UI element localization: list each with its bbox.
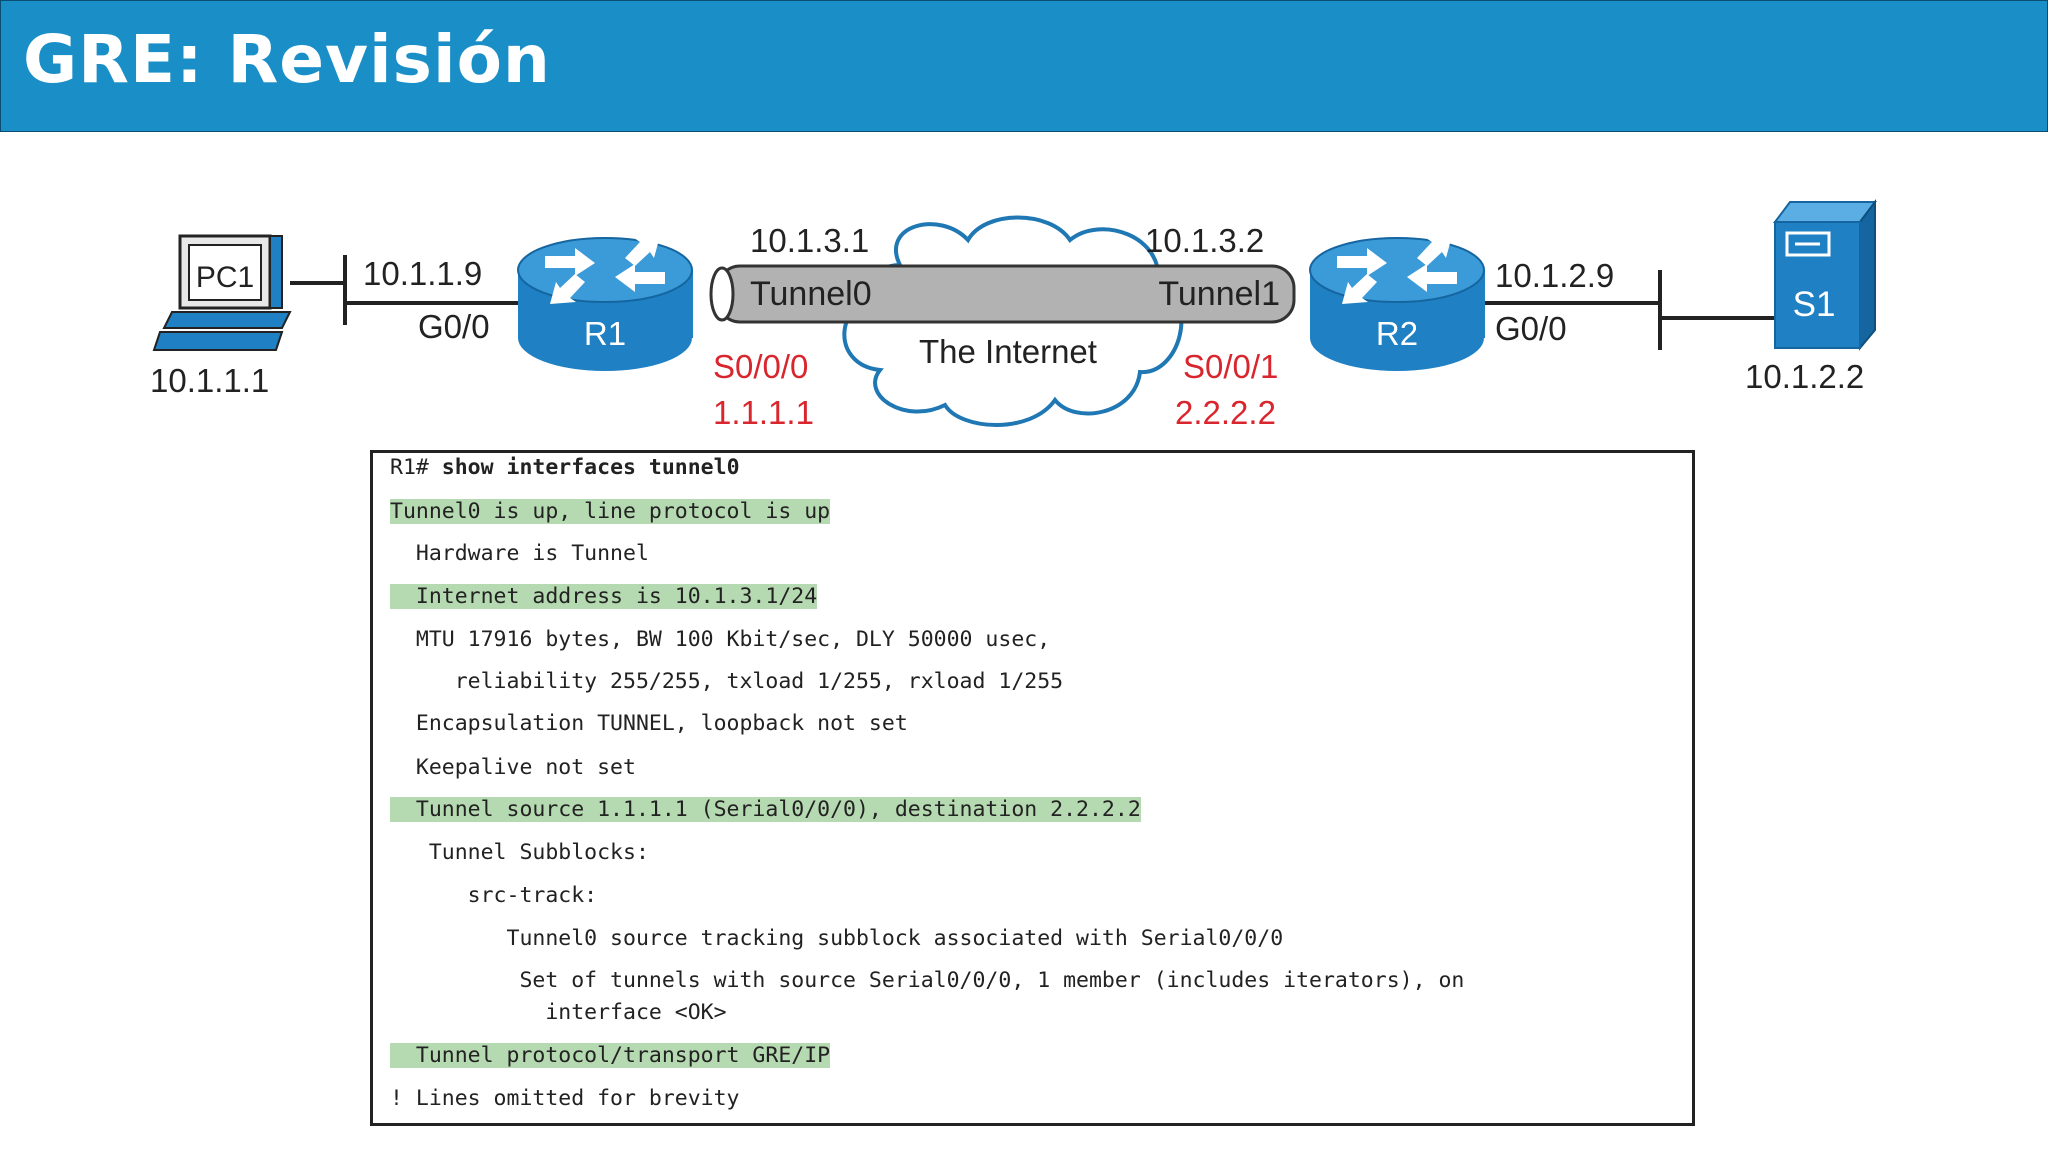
terminal-prompt: R1# <box>390 455 429 480</box>
r1-lan-ip: 10.1.1.9 <box>363 255 482 292</box>
router-r1-icon: R1 <box>517 236 693 371</box>
output-line: Tunnel0 source tracking subblock associa… <box>390 926 1284 951</box>
output-line: src-track: <box>390 883 598 908</box>
tunnel0-ip: 10.1.3.1 <box>750 222 869 259</box>
title-bar: GRE: Revisión <box>0 0 2048 132</box>
tunnel0-label: Tunnel0 <box>750 275 872 313</box>
output-line: Tunnel source 1.1.1.1 (Serial0/0/0), des… <box>390 795 1141 825</box>
r1-label: R1 <box>584 315 626 352</box>
pc1-computer-icon: PC1 <box>152 234 292 351</box>
output-line: Tunnel protocol/transport GRE/IP <box>390 1041 831 1071</box>
r2-lan-interface: G0/0 <box>1495 310 1567 347</box>
server-s1-icon: S1 <box>1773 199 1877 351</box>
output-line: Internet address is 10.1.3.1/24 <box>390 582 818 612</box>
tunnel1-ip: 10.1.3.2 <box>1145 222 1264 259</box>
output-line: Tunnel0 is up, line protocol is up <box>390 497 831 527</box>
output-line: Encapsulation TUNNEL, loopback not set <box>390 711 908 736</box>
terminal-output: R1# show interfaces tunnel0 Tunnel0 is u… <box>370 450 1695 1126</box>
output-line: Tunnel Subblocks: <box>390 840 649 865</box>
tunnel1-label: Tunnel1 <box>1158 275 1280 313</box>
pc1-ip: 10.1.1.1 <box>150 362 269 399</box>
r2-lan-ip: 10.1.2.9 <box>1495 257 1614 294</box>
output-line: interface <OK> <box>390 1000 727 1025</box>
highlighted-text: Internet address is 10.1.3.1/24 <box>390 584 818 609</box>
r2-label: R2 <box>1376 315 1418 352</box>
slide-title: GRE: Revisión <box>23 21 551 98</box>
output-line: reliability 255/255, txload 1/255, rxloa… <box>390 669 1064 694</box>
highlighted-text: Tunnel protocol/transport GRE/IP <box>390 1043 831 1068</box>
highlighted-text: Tunnel0 is up, line protocol is up <box>390 499 831 524</box>
output-line: ! Lines omitted for brevity <box>390 1086 740 1111</box>
r2-wan-interface: S0/0/1 <box>1183 348 1278 385</box>
pc1-label: PC1 <box>196 261 254 294</box>
links <box>290 255 1775 350</box>
r1-wan-interface: S0/0/0 <box>713 348 808 385</box>
output-line: Set of tunnels with source Serial0/0/0, … <box>390 968 1465 993</box>
router-r2-icon: R2 <box>1309 236 1485 371</box>
terminal-command: show interfaces tunnel0 <box>441 455 740 480</box>
highlighted-text: Tunnel source 1.1.1.1 (Serial0/0/0), des… <box>390 797 1141 822</box>
gre-tunnel: Tunnel0 Tunnel1 <box>709 264 1296 324</box>
r1-wan-ip: 1.1.1.1 <box>713 394 814 431</box>
r1-lan-interface: G0/0 <box>418 308 490 345</box>
output-line: Hardware is Tunnel <box>390 541 649 566</box>
output-line: Keepalive not set <box>390 755 636 780</box>
r2-wan-ip: 2.2.2.2 <box>1175 394 1276 431</box>
s1-ip: 10.1.2.2 <box>1745 358 1864 395</box>
output-line: MTU 17916 bytes, BW 100 Kbit/sec, DLY 50… <box>390 627 1051 652</box>
s1-label: S1 <box>1793 285 1836 324</box>
command-line: R1# show interfaces tunnel0 <box>390 453 740 483</box>
cloud-label: The Internet <box>919 333 1097 370</box>
